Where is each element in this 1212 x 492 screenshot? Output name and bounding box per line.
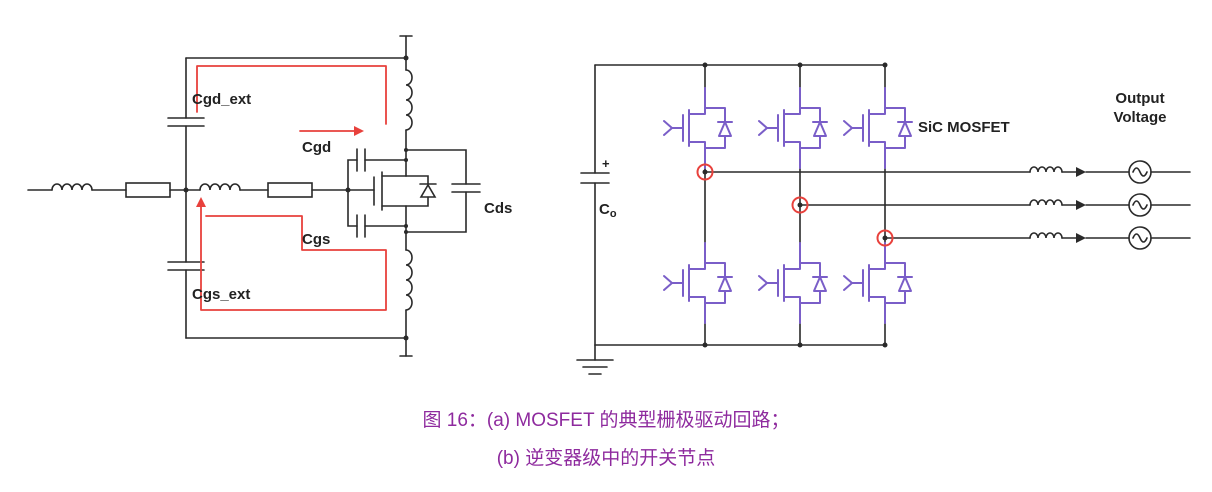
junction-dot	[404, 148, 408, 152]
mosfet-symbol	[373, 171, 407, 211]
switch-node-ring	[791, 196, 809, 214]
mosfet-low-side-phase-b	[758, 242, 828, 324]
arrow-right-icon	[1076, 233, 1086, 243]
switch-node-ring	[696, 163, 714, 181]
bus-junction-dots	[702, 62, 888, 348]
sine-wave-icon	[1132, 200, 1148, 210]
gate-source-red-loop	[196, 197, 387, 311]
cgs-capacitor	[347, 189, 407, 238]
cds-capacitor	[405, 149, 481, 233]
sine-wave-icon	[1132, 233, 1148, 243]
mosfet-low-side-phase-a	[663, 242, 733, 324]
figure-caption: 图 16：(a) MOSFET 的典型栅极驱动回路； (b) 逆变器级中的开关节…	[0, 402, 1212, 478]
body-diode	[405, 175, 437, 207]
circuit-b-inverter-stage: + Co	[576, 62, 1191, 375]
drain-inductor	[405, 69, 413, 131]
arrow-right-icon	[354, 126, 364, 136]
switch-node-ring	[876, 229, 894, 247]
dc-bus	[594, 64, 886, 346]
caption-line-1: 图 16：(a) MOSFET 的典型栅极驱动回路；	[422, 410, 790, 431]
capacitor-polarity-label: +	[602, 156, 610, 171]
external-capacitor-rail	[167, 57, 205, 339]
mosfet-high-side-phase-a	[663, 87, 733, 169]
output-inductor	[1029, 232, 1063, 239]
drain-source-branch	[399, 35, 413, 357]
cgd-ext-label: Cgd_ext	[192, 91, 251, 108]
gate-drive-input-branch	[27, 182, 375, 198]
cgd-capacitor	[347, 148, 407, 191]
sine-wave-icon	[1132, 167, 1148, 177]
input-inductor	[51, 183, 93, 191]
sic-mosfet-label: SiC MOSFET	[918, 119, 1010, 136]
capacitor-wire	[347, 159, 358, 191]
junction-dot	[183, 187, 189, 193]
cgs-label: Cgs	[302, 231, 330, 248]
junction-dot	[797, 342, 803, 348]
cgs-ext-label: Cgs_ext	[192, 286, 250, 303]
phase-output-c	[884, 226, 1191, 250]
red-loop-path	[196, 65, 387, 125]
red-loop-path	[200, 204, 387, 311]
gate-inductor	[199, 183, 241, 191]
cgd-label: Cgd	[302, 139, 331, 156]
junction-dot	[403, 335, 409, 341]
junction-dot	[882, 62, 888, 68]
output-inductor	[1029, 166, 1063, 173]
mosfet-low-side-phase-c	[843, 242, 913, 324]
diode-wire	[405, 175, 429, 185]
diode-wire	[405, 196, 429, 207]
phase-output-a	[704, 160, 1191, 184]
junction-dot	[404, 230, 408, 234]
capacitor-wire	[405, 191, 467, 233]
cds-label: Cds	[484, 200, 512, 217]
switch-node-dot	[882, 235, 888, 241]
capacitor-wire	[347, 189, 358, 227]
junction-dot	[345, 187, 351, 193]
junction-dot	[797, 62, 803, 68]
caption-line-2: (b) 逆变器级中的开关节点	[496, 448, 716, 469]
switch-node-dot	[702, 169, 708, 175]
arrow-right-icon	[1076, 167, 1086, 177]
dc-link-capacitor: + Co	[580, 64, 617, 346]
diode-triangle	[419, 183, 437, 198]
capacitor-wire	[405, 149, 467, 185]
input-resistor	[125, 182, 171, 198]
junction-dot	[403, 55, 409, 61]
junction-dot	[702, 62, 708, 68]
cgd-ext-capacitor	[167, 117, 205, 127]
switch-node-phase-a	[696, 163, 714, 181]
junction-dot	[882, 342, 888, 348]
output-inductor	[1029, 199, 1063, 206]
mosfet-high-side-phase-c	[843, 87, 913, 169]
phase-output-b	[799, 193, 1191, 217]
junction-dot	[702, 342, 708, 348]
switch-node-phase-b	[791, 196, 809, 214]
output-voltage-label-line1: Output	[1115, 90, 1164, 107]
output-voltage-label-line2: Voltage	[1113, 109, 1166, 126]
switch-node-dot	[797, 202, 803, 208]
switch-node-phase-c	[876, 229, 894, 247]
cgs-ext-capacitor	[167, 261, 205, 271]
ground-symbol	[576, 344, 614, 375]
arrow-right-icon	[1076, 200, 1086, 210]
junction-dot	[404, 158, 408, 162]
junction-dots	[183, 55, 409, 341]
junction-dot	[404, 224, 408, 228]
gate-drain-red-loop	[196, 65, 387, 136]
mosfet-high-side-phase-b	[758, 87, 828, 169]
dc-link-capacitor-label: Co	[599, 201, 617, 220]
circuit-a-gate-drive-loop: Cgd_ext Cgd Cgs Cds Cgs_ext	[27, 35, 512, 357]
capacitor-label-subscript: o	[610, 208, 617, 220]
capacitor-label-main: C	[599, 201, 610, 218]
arrow-up-icon	[196, 197, 206, 207]
gate-resistor	[267, 182, 313, 198]
source-inductor	[405, 249, 413, 311]
